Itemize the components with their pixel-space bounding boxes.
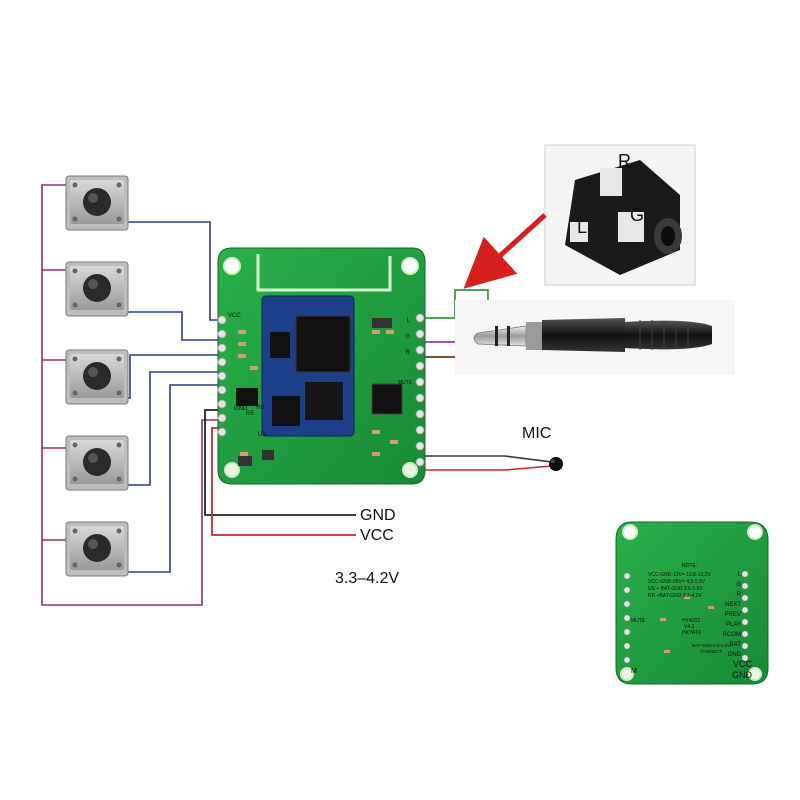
back-pin-prev: PREV <box>725 612 741 618</box>
gnd-label: GND <box>360 507 396 524</box>
microphone <box>549 457 563 471</box>
pin-label-l: L <box>407 318 411 324</box>
audio-plug-photo <box>455 300 735 375</box>
audio-jack-photo: R G L <box>544 144 696 286</box>
jack-pin-g: G <box>630 205 644 225</box>
back-version: V4.3 <box>684 624 695 630</box>
button-signal-wires <box>124 221 222 573</box>
mic-wires <box>415 455 553 471</box>
bluetooth-module-board: VCC L G R MUTE GND R5 R6 U3 <box>217 247 426 485</box>
back-pin-bat: BAT <box>730 642 742 648</box>
push-button-1 <box>65 175 129 231</box>
push-button-3 <box>65 349 129 405</box>
back-note-line-4: RR +BAT-GND 3.3-4.2V <box>648 593 702 599</box>
push-button-4 <box>65 435 129 491</box>
back-pin-next: NEXT <box>725 602 741 608</box>
back-left-mute: MUTE <box>631 618 646 624</box>
back-left-m: M <box>631 668 637 675</box>
jack-pin-l: L <box>577 217 587 237</box>
pin-label-g: G <box>405 334 410 340</box>
back-pin-vcc: VCC <box>733 659 753 669</box>
pin-label-mute: MUTE <box>398 380 413 386</box>
silk-r6: R6 <box>256 405 264 411</box>
back-note-title: NOTE: <box>682 563 697 569</box>
jack-pin-r: R <box>618 151 631 171</box>
module-board-back: NOTE: VCC-GND-12V= 10.8-13.2V VCC-GND-05… <box>615 521 769 685</box>
voltage-label: 3.3–4.2V <box>335 570 399 587</box>
silk-u3: U3 <box>258 432 266 438</box>
back-pin-rcom: RCOM <box>723 632 741 638</box>
back-model: HY4202 <box>682 618 700 624</box>
power-wires <box>204 409 356 536</box>
back-code: HKYATX <box>682 630 702 636</box>
pin-label-gnd: GND <box>234 406 248 412</box>
back-pin-r: R <box>737 592 742 598</box>
back-pin-g: G <box>736 582 741 588</box>
back-bat-note: BAT-GND-3.3-4.2V <box>692 643 730 648</box>
pin-label-r: R <box>406 350 411 356</box>
back-note-line-3: US + BAT-GND 3.6-5.5V <box>648 586 703 592</box>
back-pin-gnd: GND <box>728 652 742 658</box>
back-bat-note-2: CONNECT <box>700 649 723 654</box>
back-pin-l: L <box>738 572 742 578</box>
back-pin-play: PLAY <box>726 622 741 628</box>
push-button-5 <box>65 521 129 577</box>
vcc-label: VCC <box>360 527 394 544</box>
back-note-line-2: VCC-GND-05V= 4.5-5.5V <box>648 579 706 585</box>
silk-r5: R5 <box>246 411 254 417</box>
back-note-line-1: VCC-GND-12V= 10.8-13.2V <box>648 572 711 578</box>
jack-arrow <box>463 213 547 289</box>
back-pin-gnd-2: GND <box>732 670 753 680</box>
mic-label: MIC <box>522 425 551 442</box>
push-button-2 <box>65 261 129 317</box>
pin-label-vcc: VCC <box>228 313 241 319</box>
